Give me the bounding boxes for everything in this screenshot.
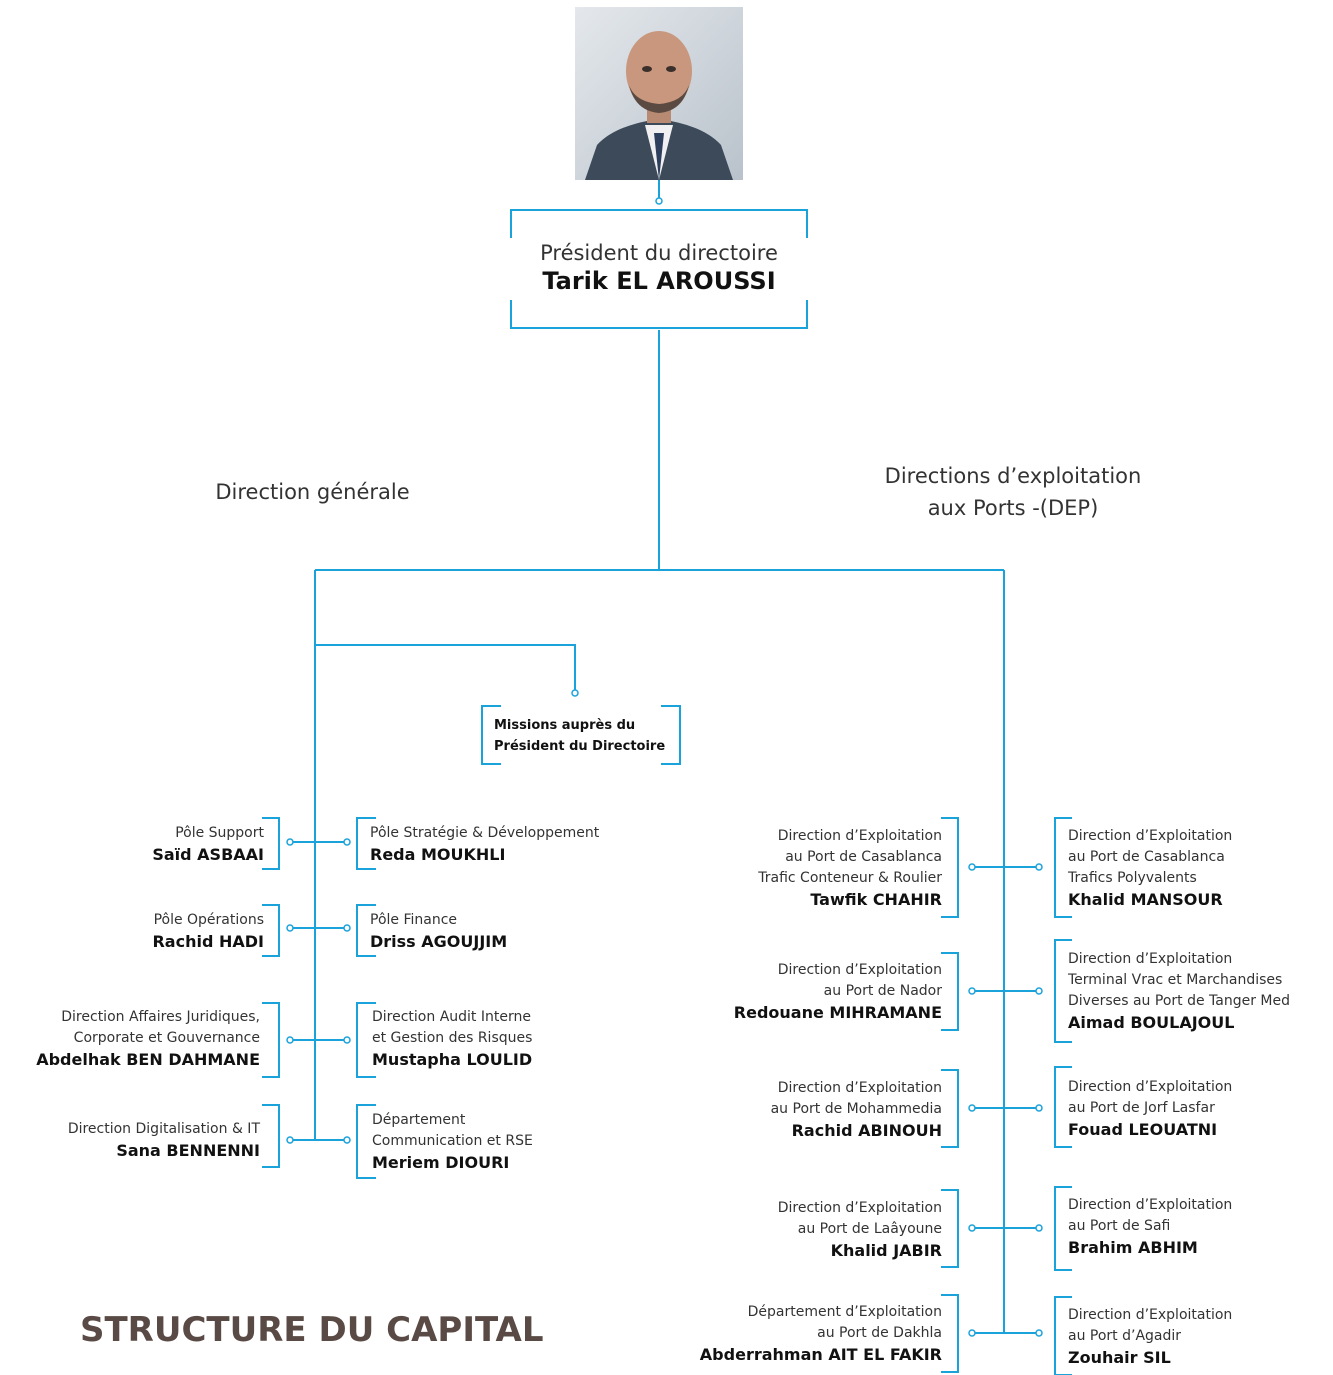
person-name: Abdelhak BEN DAHMANE bbox=[36, 1050, 260, 1069]
dep-laayoune: Direction d’Exploitation au Port de Laây… bbox=[777, 1200, 942, 1260]
person-name: Reda MOUKHLI bbox=[370, 845, 506, 864]
pole-strategie: Pôle Stratégie & Développement Reda MOUK… bbox=[370, 825, 600, 864]
dep-safi: Direction d’Exploitation au Port de Safi… bbox=[1068, 1197, 1233, 1257]
person-name: Tawfik CHAHIR bbox=[810, 890, 942, 909]
person-name: Driss AGOUJJIM bbox=[370, 932, 508, 951]
person-name: Sana BENNENNI bbox=[116, 1141, 260, 1160]
president-box: Président du directoire Tarik EL AROUSSI bbox=[510, 208, 808, 330]
person-name: Khalid MANSOUR bbox=[1068, 890, 1223, 909]
dep-jorf-lasfar: Direction d’Exploitation au Port de Jorf… bbox=[1068, 1079, 1233, 1139]
person-name: Meriem DIOURI bbox=[372, 1153, 510, 1172]
person-name: Rachid HADI bbox=[152, 932, 264, 951]
dep-tanger-med: Direction d’Exploitation Terminal Vrac e… bbox=[1068, 951, 1291, 1032]
person-name: Brahim ABHIM bbox=[1068, 1238, 1198, 1257]
dep-nador: Direction d’Exploitation au Port de Nado… bbox=[733, 962, 942, 1022]
dep-casablanca-conteneur: Direction d’Exploitation au Port de Casa… bbox=[758, 828, 942, 909]
dep-dakhla: Département d’Exploitation au Port de Da… bbox=[699, 1304, 942, 1364]
person-name: Fouad LEOUATNI bbox=[1068, 1120, 1218, 1139]
president-portrait bbox=[575, 7, 743, 180]
direction-audit: Direction Audit Interne et Gestion des R… bbox=[372, 1009, 533, 1069]
pole-support: Pôle Support Saïd ASBAAI bbox=[152, 825, 264, 864]
dep-mohammedia: Direction d’Exploitation au Port de Moha… bbox=[770, 1080, 942, 1140]
pole-finance: Pôle Finance Driss AGOUJJIM bbox=[370, 912, 508, 951]
person-name: Redouane MIHRAMANE bbox=[733, 1003, 942, 1022]
person-name: Abderrahman AIT EL FAKIR bbox=[699, 1345, 942, 1364]
direction-digitalisation: Direction Digitalisation & IT Sana BENNE… bbox=[67, 1121, 260, 1160]
direction-generale-heading: Direction générale bbox=[215, 480, 410, 504]
person-name: Zouhair SIL bbox=[1068, 1348, 1171, 1367]
dep-agadir: Direction d’Exploitation au Port d’Agadi… bbox=[1068, 1307, 1233, 1367]
pole-operations: Pôle Opérations Rachid HADI bbox=[152, 912, 264, 951]
departement-communication: Département Communication et RSE Meriem … bbox=[372, 1112, 533, 1172]
person-name: Saïd ASBAAI bbox=[152, 845, 264, 864]
dep-heading: Directions d’exploitation aux Ports -(DE… bbox=[884, 464, 1142, 520]
missions-box: Missions auprès du Président du Directoi… bbox=[494, 718, 666, 754]
president-name: Tarik EL AROUSSI bbox=[542, 267, 776, 295]
person-name: Khalid JABIR bbox=[830, 1241, 942, 1260]
direction-affaires-juridiques: Direction Affaires Juridiques, Corporate… bbox=[36, 1009, 260, 1069]
person-name: Aimad BOULAJOUL bbox=[1068, 1013, 1235, 1032]
person-name: Rachid ABINOUH bbox=[791, 1121, 942, 1140]
president-role: Président du directoire bbox=[540, 241, 778, 265]
structure-du-capital-heading: STRUCTURE DU CAPITAL bbox=[80, 1310, 544, 1350]
dep-casablanca-polyvalents: Direction d’Exploitation au Port de Casa… bbox=[1068, 828, 1233, 909]
person-name: Mustapha LOULID bbox=[372, 1050, 533, 1069]
